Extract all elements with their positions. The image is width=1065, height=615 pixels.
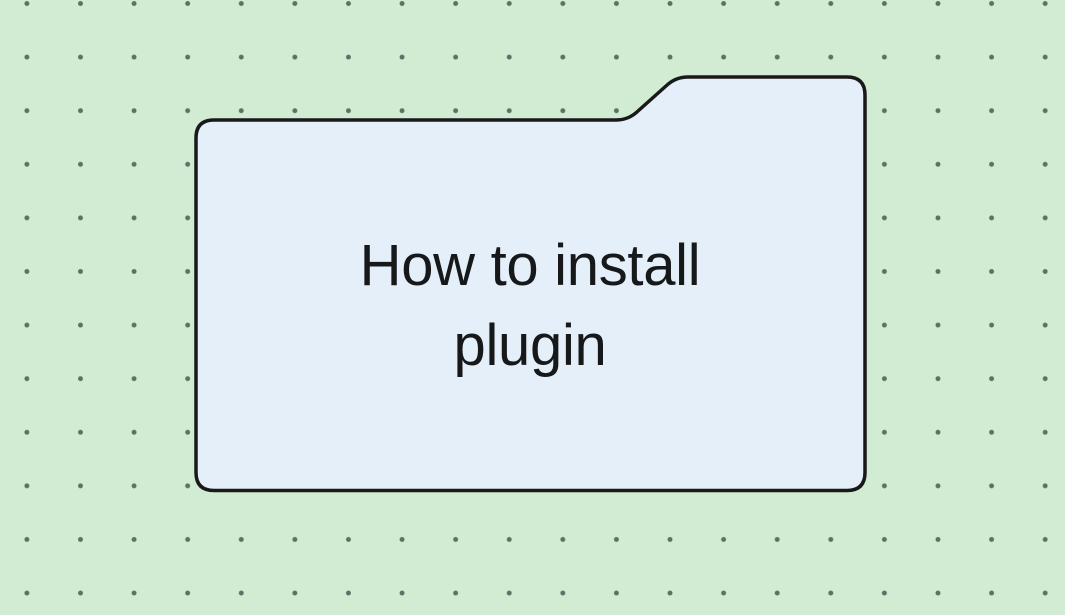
folder-icon — [194, 75, 867, 493]
folder-label: How to install plugin — [190, 120, 870, 491]
folder-label-line-2: plugin — [453, 312, 607, 378]
folder-shape-node[interactable]: How to install plugin — [190, 71, 870, 495]
folder-outline — [194, 75, 867, 493]
folder-label-line-1: How to install — [359, 232, 701, 298]
